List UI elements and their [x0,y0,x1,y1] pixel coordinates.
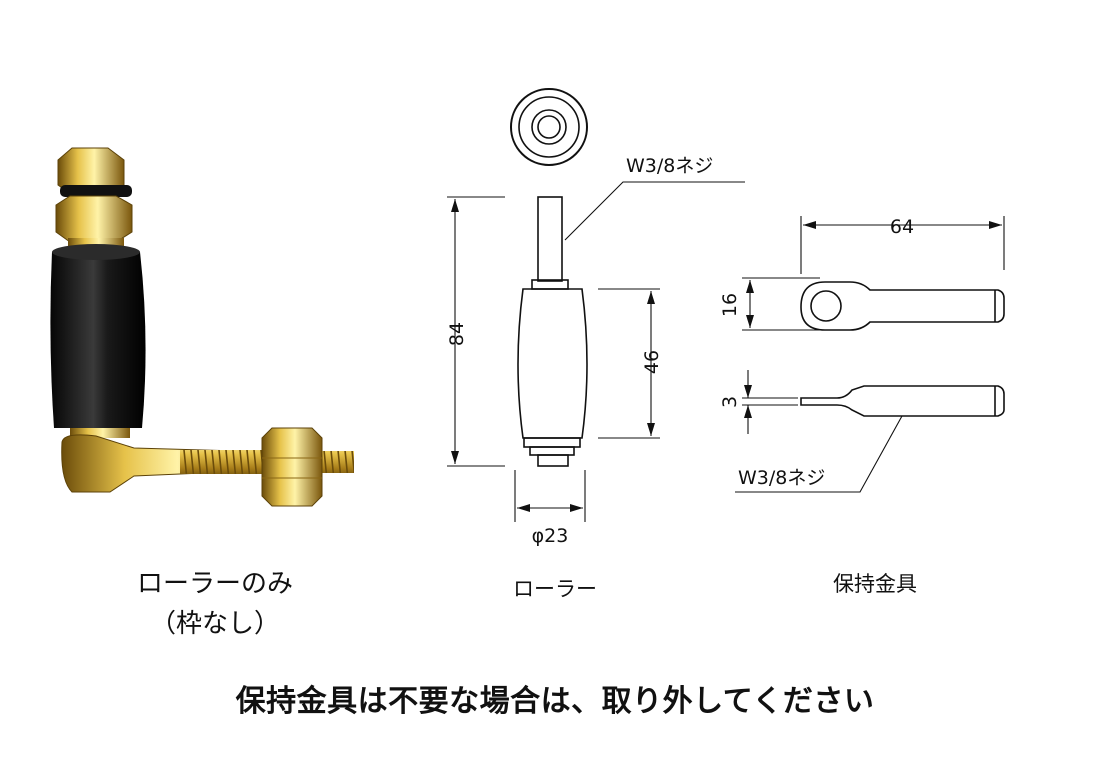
roller-photo [50,147,354,507]
roller-thread-label: W3/8ネジ [626,155,713,177]
roller-drawing [510,88,588,467]
bracket-width-label: 16 [719,293,741,317]
bracket-drawing [800,281,1005,417]
bracket-thread-label: W3/8ネジ [738,467,825,489]
photo-caption: ローラーのみ [136,569,293,599]
roller-caption: ローラー [513,577,597,601]
bracket-thickness-label: 3 [719,396,741,408]
bracket-dimensions [735,216,1005,493]
roller-dimensions [447,181,745,522]
bracket-length-label: 64 [890,216,914,238]
roller-total-length-label: 84 [446,322,468,346]
roller-body-length-label: 46 [641,350,663,374]
bracket-caption: 保持金具 [833,572,917,596]
roller-diameter-label: φ23 [532,525,569,547]
photo-caption-note: （枠なし） [149,609,280,639]
removal-note: 保持金具は不要な場合は、取り外してください [235,684,875,719]
